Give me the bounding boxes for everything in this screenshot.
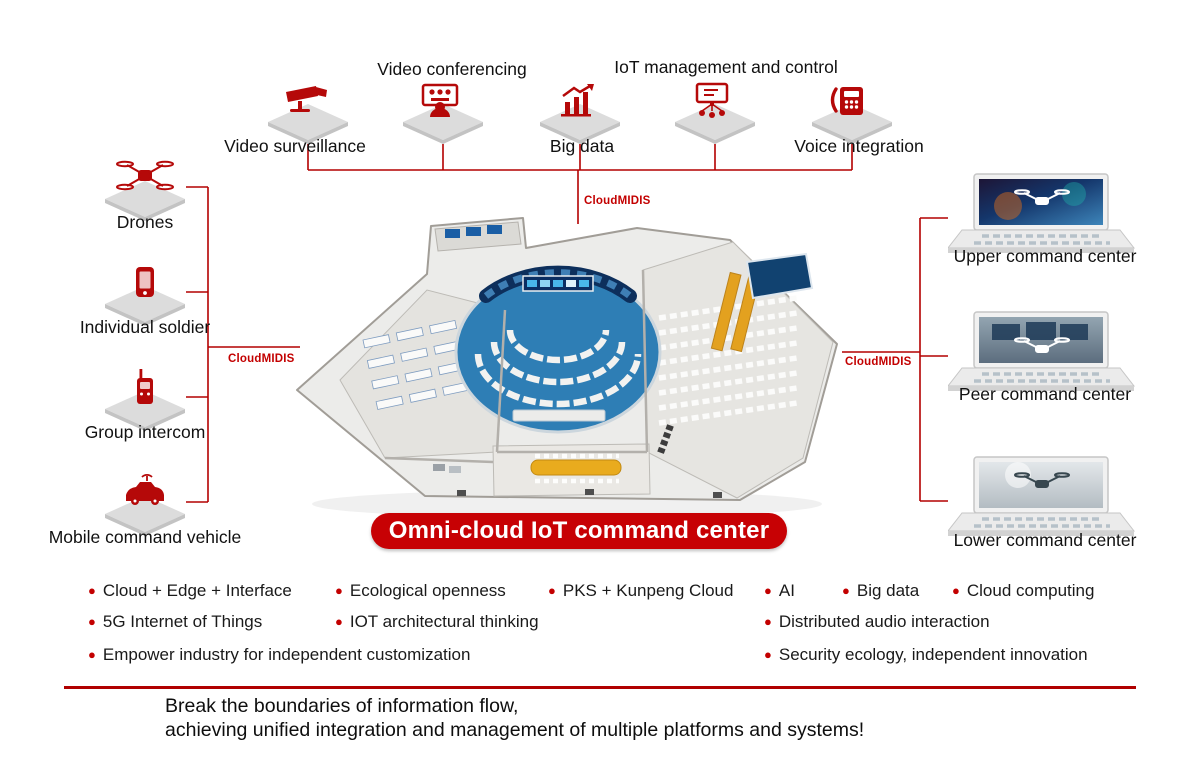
iot-management-glyph bbox=[695, 82, 729, 118]
footer-line-1: Break the boundaries of information flow… bbox=[165, 695, 519, 717]
feature-5g-iot: 5G Internet of Things bbox=[88, 612, 262, 632]
platform-video-surveillance bbox=[258, 78, 358, 144]
platform-group-intercom bbox=[95, 365, 195, 431]
lower-command-center-display bbox=[948, 455, 1138, 547]
feature-iot-architecture: IOT architectural thinking bbox=[335, 612, 539, 632]
feature-ecological-openness: Ecological openness bbox=[335, 581, 506, 601]
feature-pks-kunpeng-cloud: PKS + Kunpeng Cloud bbox=[548, 581, 734, 601]
label-individual-soldier: Individual soldier bbox=[79, 317, 211, 337]
curved-desk-rows bbox=[474, 329, 642, 408]
platform-individual-soldier bbox=[95, 260, 195, 326]
command-center-building-illustration bbox=[296, 217, 838, 518]
wall-video-screen bbox=[745, 252, 814, 300]
cloudmidis-label-left: CloudMIDIS bbox=[228, 353, 295, 365]
individual-soldier-glyph bbox=[136, 267, 154, 297]
interior-walls bbox=[384, 269, 649, 464]
label-lower-command-center: Lower command center bbox=[953, 530, 1137, 550]
laptop-icon bbox=[948, 456, 1136, 536]
walkie-talkie-icon bbox=[105, 369, 185, 431]
label-mobile-command-vehicle: Mobile command vehicle bbox=[48, 527, 242, 547]
upper-command-center-display bbox=[948, 172, 1138, 264]
platform-video-conferencing bbox=[393, 78, 493, 144]
title-banner: Omni-cloud IoT command center bbox=[371, 513, 787, 549]
drone-on-screen bbox=[1014, 189, 1070, 205]
label-drones: Drones bbox=[116, 212, 174, 232]
command-vehicle-icon bbox=[105, 474, 185, 536]
red-divider-line bbox=[64, 686, 1136, 689]
big-data-glyph bbox=[561, 84, 594, 117]
video-conference-glyph bbox=[421, 83, 459, 117]
cloudmidis-label-top: CloudMIDIS bbox=[584, 195, 651, 207]
group-intercom-glyph bbox=[137, 369, 153, 404]
conference-table bbox=[530, 459, 622, 476]
cloudmidis-label-right: CloudMIDIS bbox=[845, 356, 912, 368]
platform-big-data bbox=[530, 78, 630, 144]
platform-voice-integration bbox=[802, 78, 902, 144]
feature-cloud-edge-interface: Cloud + Edge + Interface bbox=[88, 581, 292, 601]
label-voice-integration: Voice integration bbox=[794, 136, 924, 156]
telephone-icon bbox=[812, 87, 892, 144]
feature-security-ecology: Security ecology, independent innovation bbox=[764, 645, 1088, 665]
feature-cloud-computing: Cloud computing bbox=[952, 581, 1095, 601]
video-conference-icon bbox=[403, 83, 483, 144]
iot-monitor-network-icon bbox=[675, 82, 755, 144]
drone-on-screen bbox=[1014, 472, 1070, 488]
feature-distributed-audio: Distributed audio interaction bbox=[764, 612, 990, 632]
handheld-terminal-icon bbox=[105, 267, 185, 326]
drone-icon bbox=[105, 160, 185, 221]
platform-drones bbox=[95, 155, 195, 221]
platform-iot-management bbox=[665, 78, 765, 144]
laptop-icon bbox=[948, 173, 1136, 253]
label-video-surveillance: Video surveillance bbox=[224, 136, 366, 156]
feature-ai: AI bbox=[764, 581, 795, 601]
footer-tagline: Break the boundaries of information flow… bbox=[165, 694, 864, 742]
feature-big-data: Big data bbox=[842, 581, 919, 601]
mobile-command-vehicle-glyph bbox=[126, 474, 164, 505]
conference-room bbox=[492, 443, 651, 497]
label-iot-management: IoT management and control bbox=[614, 57, 838, 77]
label-video-conferencing: Video conferencing bbox=[377, 59, 527, 79]
cctv-camera-icon bbox=[268, 86, 348, 144]
label-group-intercom: Group intercom bbox=[84, 422, 206, 442]
feature-empower-industry: Empower industry for independent customi… bbox=[88, 645, 471, 665]
label-peer-command-center: Peer command center bbox=[958, 384, 1132, 404]
drone-on-screen bbox=[1014, 337, 1070, 353]
label-big-data: Big data bbox=[549, 136, 615, 156]
drone-glyph bbox=[116, 160, 174, 191]
equipment-boxes bbox=[433, 464, 461, 473]
voice-integration-glyph bbox=[830, 87, 863, 115]
console-row bbox=[512, 409, 606, 422]
doorways bbox=[457, 489, 722, 498]
footer-line-2: achieving unified integration and manage… bbox=[165, 719, 865, 741]
label-upper-command-center: Upper command center bbox=[953, 246, 1137, 266]
bar-chart-growth-icon bbox=[540, 84, 620, 144]
peer-command-center-display bbox=[948, 310, 1138, 402]
laptop-icon bbox=[948, 311, 1136, 391]
dark-chairs-row bbox=[657, 424, 674, 454]
command-hall bbox=[454, 265, 662, 434]
control-wing bbox=[434, 221, 522, 252]
platform-mobile-command-vehicle bbox=[95, 470, 195, 536]
cctv-glyph bbox=[286, 86, 327, 112]
